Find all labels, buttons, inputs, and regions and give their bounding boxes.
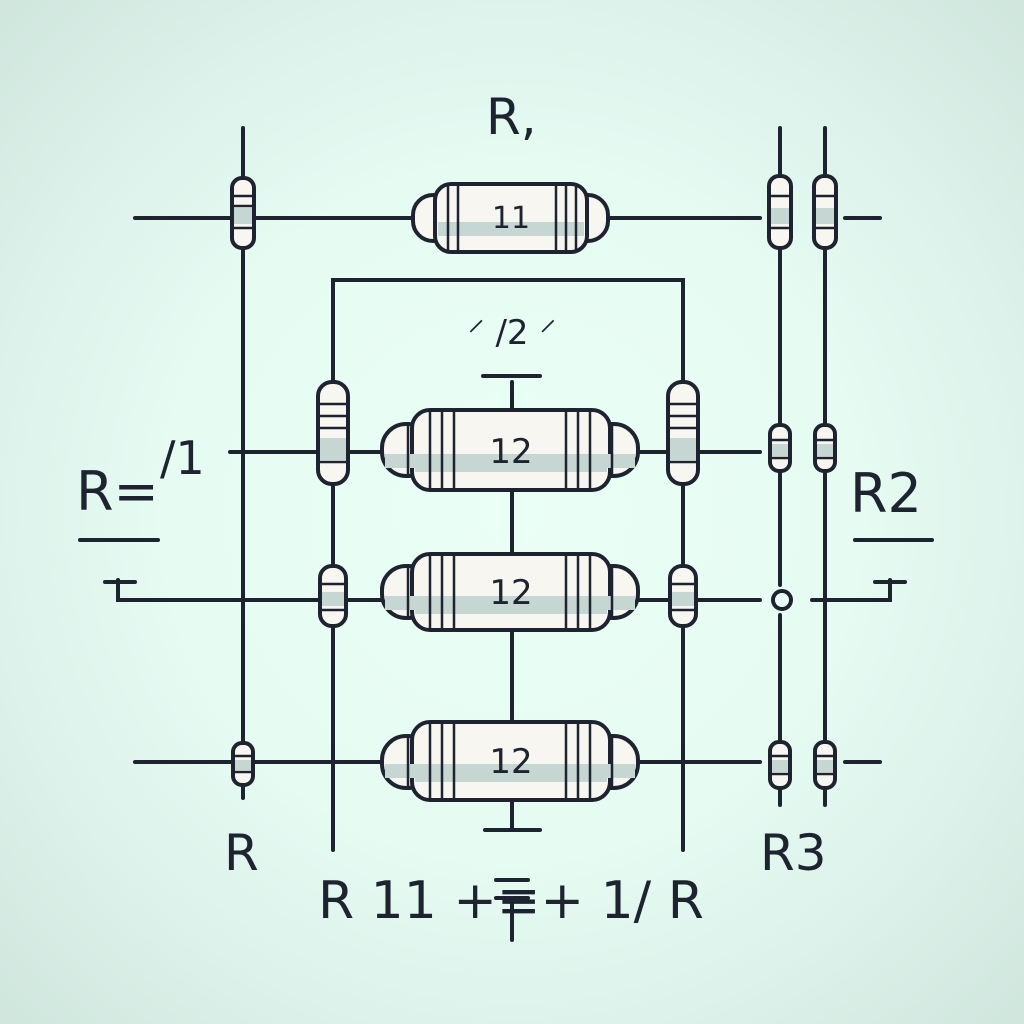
small-resistor-right-a-mid xyxy=(768,423,792,473)
small-resistor-right-b-mid xyxy=(813,423,837,473)
label-left-eq: R= xyxy=(76,460,159,523)
label-left-eq-sub: /1 xyxy=(160,431,205,485)
small-resistor-right-a-top xyxy=(767,174,793,250)
small-resistor-left-top xyxy=(230,176,256,250)
label-right-r2: R2 xyxy=(850,462,922,525)
label-bottom-right-r3: R3 xyxy=(760,824,827,882)
label-bottom-left-r: R xyxy=(224,824,259,882)
resistor-top-marking: 11 xyxy=(492,201,530,236)
resistor-mid2: 12 xyxy=(380,552,640,632)
resistor-mid1: 12 xyxy=(380,408,640,492)
resistor-mid1-marking: 12 xyxy=(489,432,532,472)
resistor-bottom-marking: 12 xyxy=(489,742,532,782)
small-resistor-inner-right-2 xyxy=(668,564,698,628)
label-bottom-formula: R 11 +≡+ 1/ R xyxy=(318,871,704,931)
small-resistor-inner-left-2 xyxy=(318,564,348,628)
small-resistor-right-b-bottom xyxy=(813,740,837,790)
label-top-r: R, xyxy=(486,88,537,146)
small-resistor-right-b-top xyxy=(812,174,838,250)
resistor-mid2-marking: 12 xyxy=(489,573,532,613)
small-resistor-left-bottom xyxy=(231,741,255,787)
resistor-bottom: 12 xyxy=(380,720,640,802)
label-top-mid: ⸍ /2 ⸍ xyxy=(468,313,557,353)
small-resistor-inner-left-1 xyxy=(316,380,350,486)
wire-mid2-right xyxy=(810,578,892,602)
small-resistors xyxy=(230,174,838,790)
junction-node xyxy=(771,589,793,611)
resistor-top: 11 xyxy=(411,182,610,254)
small-resistor-right-a-bottom xyxy=(768,740,792,790)
small-resistor-inner-right-1 xyxy=(666,380,700,486)
wire-inner-loop xyxy=(331,278,685,452)
